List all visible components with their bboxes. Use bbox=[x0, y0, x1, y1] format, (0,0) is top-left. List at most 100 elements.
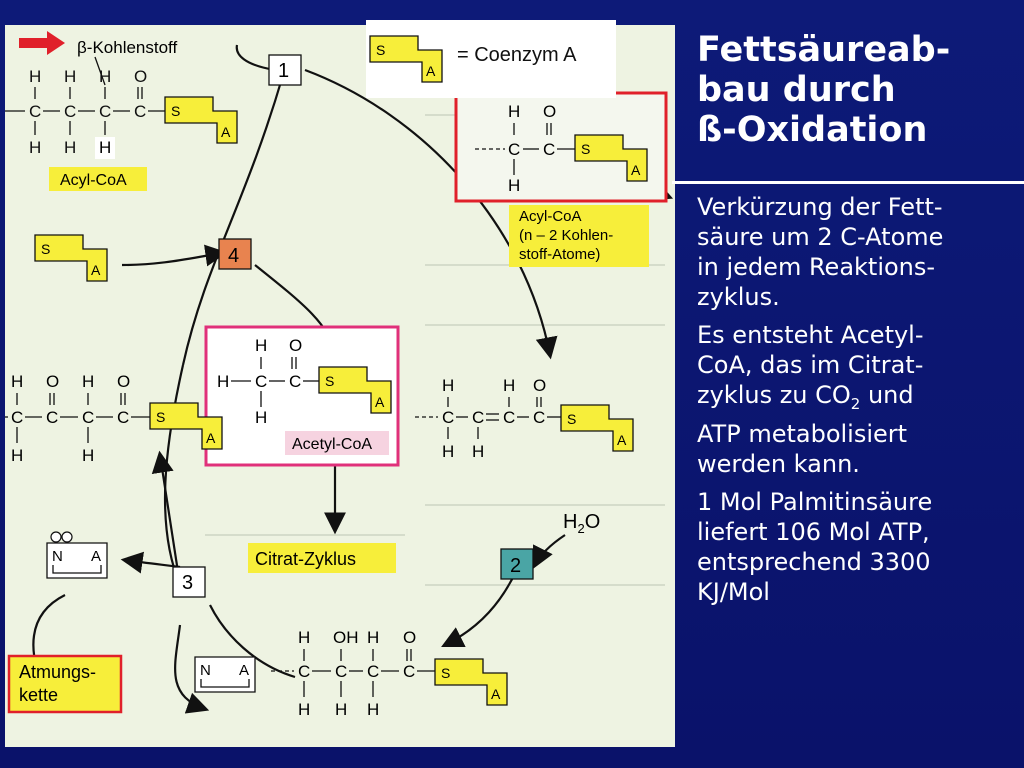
svg-text:C: C bbox=[335, 662, 347, 681]
svg-text:H: H bbox=[99, 67, 111, 86]
svg-text:O: O bbox=[134, 67, 147, 86]
step-4: 4 bbox=[218, 238, 252, 270]
svg-text:OH: OH bbox=[333, 628, 359, 647]
svg-text:S: S bbox=[325, 373, 334, 389]
svg-text:O: O bbox=[403, 628, 416, 647]
svg-text:C: C bbox=[472, 408, 484, 427]
nadh-icon: N A bbox=[46, 531, 108, 579]
shortened-acyl-coa-badge bbox=[509, 205, 649, 267]
svg-text:C: C bbox=[503, 408, 515, 427]
bullet-list: Verkürzung der Fett- säure um 2 C-Atome … bbox=[697, 192, 1017, 615]
title-line: ß-Oxidation bbox=[697, 110, 928, 150]
svg-text:O: O bbox=[543, 102, 556, 121]
svg-text:C: C bbox=[99, 102, 111, 121]
svg-text:A: A bbox=[375, 394, 385, 410]
beta-carbon-label: β-Kohlenstoff bbox=[77, 38, 177, 57]
svg-text:H2O: H2O bbox=[563, 511, 600, 536]
svg-text:N: N bbox=[52, 548, 63, 565]
svg-text:kette: kette bbox=[19, 685, 58, 705]
step-3: 3 bbox=[172, 566, 206, 598]
svg-text:C: C bbox=[117, 408, 129, 427]
bullet-item: Es entsteht Acetyl- CoA, das im Citrat- … bbox=[697, 321, 924, 478]
svg-text:C: C bbox=[442, 408, 454, 427]
svg-text:C: C bbox=[403, 662, 415, 681]
red-arrow-icon bbox=[19, 31, 65, 55]
svg-text:H: H bbox=[11, 446, 23, 465]
svg-text:C: C bbox=[11, 408, 23, 427]
acyl-coa-label: Acyl-CoA bbox=[60, 172, 127, 189]
step-1: 1 bbox=[268, 54, 302, 86]
svg-text:A: A bbox=[239, 662, 249, 679]
svg-text:C: C bbox=[64, 102, 76, 121]
svg-text:O: O bbox=[46, 372, 59, 391]
svg-text:A: A bbox=[617, 432, 627, 448]
svg-text:C: C bbox=[29, 102, 41, 121]
svg-text:C: C bbox=[367, 662, 379, 681]
nad-icon: N A bbox=[194, 656, 256, 693]
svg-text:4: 4 bbox=[228, 245, 239, 267]
svg-text:A: A bbox=[631, 162, 641, 178]
svg-text:S: S bbox=[171, 103, 180, 119]
svg-text:H: H bbox=[11, 372, 23, 391]
svg-text:A: A bbox=[206, 430, 216, 446]
shortened-acyl-coa-label: Acyl-CoA (n – 2 Kohlen- stoff-Atome) bbox=[519, 208, 613, 263]
svg-text:C: C bbox=[255, 372, 267, 391]
svg-text:1: 1 bbox=[278, 60, 289, 82]
svg-text:C: C bbox=[289, 372, 301, 391]
svg-text:C: C bbox=[543, 140, 555, 159]
svg-text:C: C bbox=[46, 408, 58, 427]
citrate-cycle-label: Citrat-Zyklus bbox=[255, 549, 356, 569]
coa-block-icon: S A bbox=[560, 404, 634, 452]
svg-text:H: H bbox=[29, 138, 41, 157]
bullet-item: 1 Mol Palmitinsäure liefert 106 Mol ATP,… bbox=[697, 487, 933, 606]
svg-text:H: H bbox=[99, 138, 111, 157]
svg-text:H: H bbox=[64, 138, 76, 157]
svg-text:H: H bbox=[442, 376, 454, 395]
svg-text:S: S bbox=[567, 411, 576, 427]
svg-text:H: H bbox=[217, 372, 229, 391]
svg-text:H: H bbox=[255, 336, 267, 355]
svg-text:O: O bbox=[533, 376, 546, 395]
title-divider bbox=[672, 181, 1024, 184]
svg-text:H: H bbox=[29, 67, 41, 86]
coa-block-icon: S A bbox=[34, 234, 108, 282]
svg-text:Acyl-CoA: Acyl-CoA bbox=[519, 208, 582, 225]
svg-text:A: A bbox=[91, 548, 101, 565]
svg-text:O: O bbox=[289, 336, 302, 355]
svg-text:H: H bbox=[64, 67, 76, 86]
coa-block-icon: S A bbox=[149, 402, 223, 450]
coenzyme-a-legend-text: = Coenzym A bbox=[457, 44, 577, 66]
acetyl-coa-label: Acetyl-CoA bbox=[292, 436, 372, 453]
svg-text:C: C bbox=[134, 102, 146, 121]
step-2: 2 bbox=[500, 548, 534, 580]
svg-text:H: H bbox=[508, 176, 520, 195]
svg-text:H: H bbox=[255, 408, 267, 427]
coa-block-icon: S A bbox=[574, 134, 648, 182]
svg-text:S: S bbox=[156, 409, 165, 425]
beta-oxidation-diagram: β-Kohlenstoff HH HO CC CC HH H H S A Acy… bbox=[5, 25, 675, 747]
svg-text:stoff-Atome): stoff-Atome) bbox=[519, 246, 600, 263]
svg-text:S: S bbox=[581, 141, 590, 157]
coa-block-icon: S A bbox=[318, 366, 392, 414]
svg-text:H: H bbox=[472, 442, 484, 461]
svg-text:H: H bbox=[503, 376, 515, 395]
svg-text:C: C bbox=[533, 408, 545, 427]
svg-text:H: H bbox=[335, 700, 347, 719]
svg-text:2: 2 bbox=[510, 555, 521, 577]
title-line: bau durch bbox=[697, 70, 896, 110]
svg-text:H: H bbox=[82, 446, 94, 465]
svg-text:N: N bbox=[200, 662, 211, 679]
coa-block-icon: S A bbox=[434, 658, 508, 706]
acetyl-coa-badge bbox=[285, 431, 389, 455]
acyl-coa-badge bbox=[49, 167, 147, 191]
title-line: Fettsäureab- bbox=[697, 30, 951, 70]
svg-text:H: H bbox=[367, 700, 379, 719]
legend-s-label: S bbox=[376, 42, 385, 58]
bullet-item: Verkürzung der Fett- säure um 2 C-Atome … bbox=[697, 193, 944, 311]
acetyl-coa-structure: H O H C C H bbox=[217, 336, 302, 427]
svg-text:H: H bbox=[367, 628, 379, 647]
